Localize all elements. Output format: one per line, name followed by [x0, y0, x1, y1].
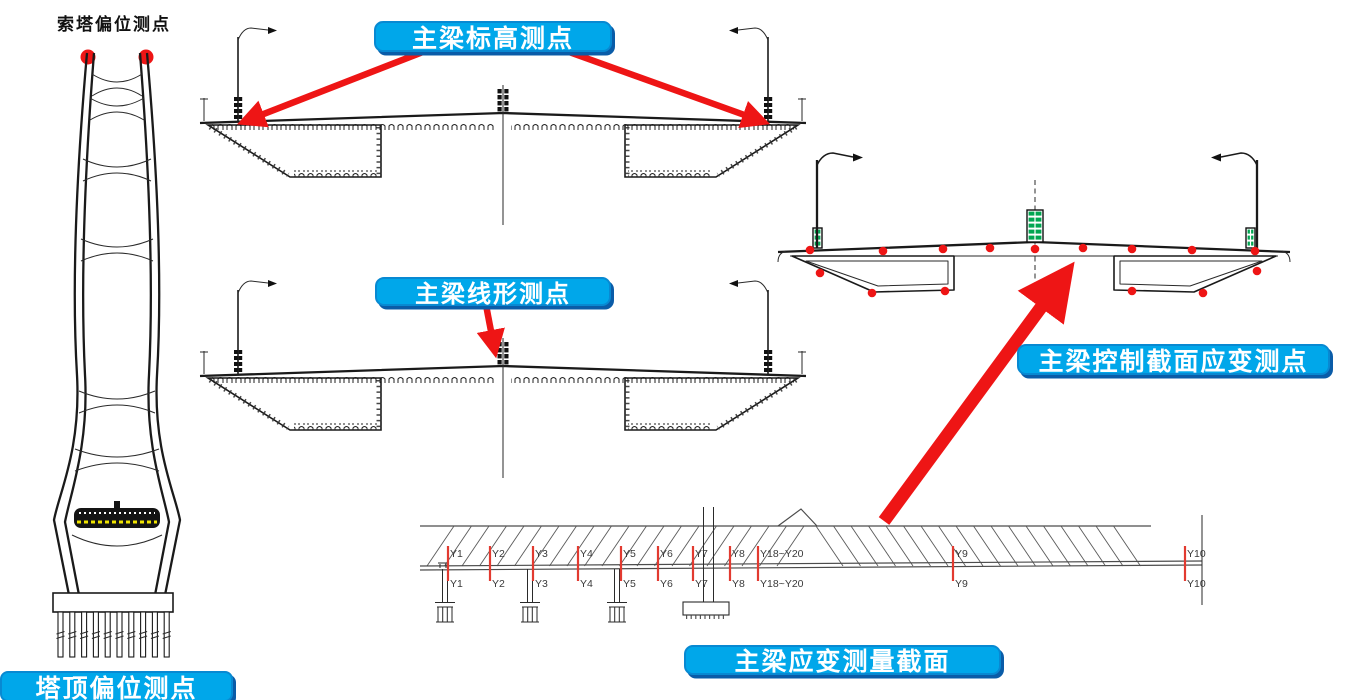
strain-point-dot: [1198, 288, 1208, 298]
big-arrow-elevation-to-section: [878, 261, 1075, 525]
tower-drawing: [52, 49, 182, 658]
strain-point-dot: [938, 244, 948, 254]
banner-strain-control-points: 主梁控制截面应变测点: [1017, 344, 1330, 376]
strain-point-dot: [1127, 244, 1137, 254]
section-marker-label: Y10: [1187, 578, 1206, 590]
arrow-to-deck-center: [476, 304, 505, 359]
bridge-elevation-drawing: Y1 Y1 Y2 Y2 Y3 Y3 Y4 Y4 Y5 Y5 Y6 Y6 Y7 Y…: [419, 507, 1206, 623]
deck-section-strain-points: [777, 152, 1291, 298]
street-lamp-icon: [729, 27, 773, 121]
banner-deck-alignment-points: 主梁线形测点: [375, 277, 611, 308]
section-marker-label: Y8: [732, 578, 745, 590]
strain-point-dot: [1030, 244, 1040, 254]
strain-point-dot: [815, 268, 825, 278]
street-lamp-icon: [815, 152, 863, 248]
section-marker-label: Y9: [955, 548, 968, 560]
section-marker-label: Y3: [535, 548, 548, 560]
arrow-to-right-deck-edge: [542, 39, 771, 128]
tower-top-point-left: [80, 49, 96, 65]
strain-point-dot: [985, 243, 995, 253]
street-lamp-icon: [1211, 152, 1259, 248]
section-marker-label: Y4: [580, 578, 593, 590]
tower-top-point-right: [138, 49, 154, 65]
banner-strain-section: 主梁应变测量截面: [684, 645, 1001, 676]
street-lamp-icon: [234, 280, 277, 374]
deck-section-elevation-points: [199, 27, 807, 225]
section-marker-label: Y18~Y20: [760, 578, 804, 590]
section-marker-label: Y7: [695, 578, 708, 590]
strain-point-dot: [940, 286, 950, 296]
section-marker-label: Y2: [492, 578, 505, 590]
strain-point-dot: [867, 288, 877, 298]
tower-diagram-title: 索塔偏位测点: [57, 15, 171, 35]
section-marker-label: Y1: [450, 548, 463, 560]
strain-point-dot: [878, 246, 888, 256]
strain-point-dot: [1187, 245, 1197, 255]
street-lamp-icon: [234, 27, 277, 121]
strain-point-dot: [1250, 246, 1260, 256]
section-marker-label: Y10: [1187, 548, 1206, 560]
street-lamp-icon: [729, 280, 773, 374]
section-marker-label: Y5: [623, 548, 636, 560]
annotation-arrows: [237, 39, 1075, 525]
tower-deck-crossing: [71, 501, 163, 547]
arrow-to-left-deck-edge: [237, 39, 448, 128]
strain-point-dot: [1078, 243, 1088, 253]
strain-point-dot: [1252, 266, 1262, 276]
section-marker-label: Y9: [955, 578, 968, 590]
section-marker-label: Y7: [695, 548, 708, 560]
strain-point-dot: [805, 245, 815, 255]
deck-section-alignment-points: [199, 280, 807, 478]
strain-point-dot: [1127, 286, 1137, 296]
section-marker-label: Y6: [660, 548, 673, 560]
section-marker-label: Y4: [580, 548, 593, 560]
section-marker-label: Y5: [623, 578, 636, 590]
banner-deck-elevation-points: 主梁标高测点: [374, 21, 612, 53]
banner-tower-top-deviation: 塔顶偏位测点: [0, 671, 233, 700]
section-marker-label: Y8: [732, 548, 745, 560]
section-marker-label: Y3: [535, 578, 548, 590]
section-marker-label: Y6: [660, 578, 673, 590]
section-marker-label: Y18~Y20: [760, 548, 804, 560]
section-marker-label: Y1: [450, 578, 463, 590]
section-marker-label: Y2: [492, 548, 505, 560]
